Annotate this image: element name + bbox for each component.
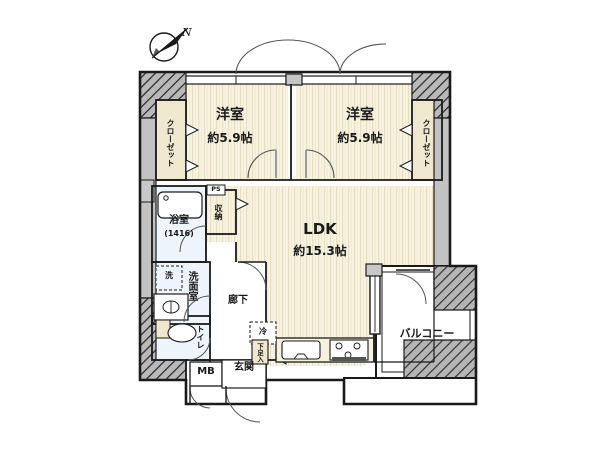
- room-label-corridor: 廊下: [228, 295, 248, 306]
- room-size-bedroom-west: 約5.9帖: [207, 131, 253, 145]
- room-label-washroom: 洗面室: [186, 271, 197, 301]
- room-label-bedroom-east: 洋室: [346, 107, 374, 123]
- storage-label-shoe-cabinet: 下足入: [255, 343, 264, 363]
- fixture-label-meter-box: MB: [197, 366, 215, 377]
- storage-label-closet-east: クローゼット: [422, 119, 431, 167]
- fixture-label-washing-machine: 洗: [165, 271, 173, 280]
- compass-north-label: N: [182, 26, 192, 39]
- room-label-bedroom-west: 洋室: [216, 107, 244, 123]
- room-size-ldk: 約15.3帖: [293, 244, 347, 258]
- room-label-bathroom: 浴室: [169, 215, 189, 226]
- room-label-toilet: トイレ: [196, 325, 205, 349]
- fixture-label-pipe-shaft: PS: [211, 185, 221, 193]
- fixture-label-refrigerator: 冷: [259, 327, 267, 336]
- room-label-balcony: バルコニー: [399, 327, 455, 340]
- room-label-entrance: 玄関: [234, 362, 254, 373]
- storage-label-closet-west: クローゼット: [166, 119, 175, 167]
- room-size-bathroom: (1416): [164, 229, 194, 238]
- storage-label-storage-closet: 収納: [214, 204, 223, 220]
- compass-rose: [149, 27, 189, 62]
- room-label-ldk: LDK: [303, 220, 337, 238]
- room-size-bedroom-east: 約5.9帖: [337, 131, 383, 145]
